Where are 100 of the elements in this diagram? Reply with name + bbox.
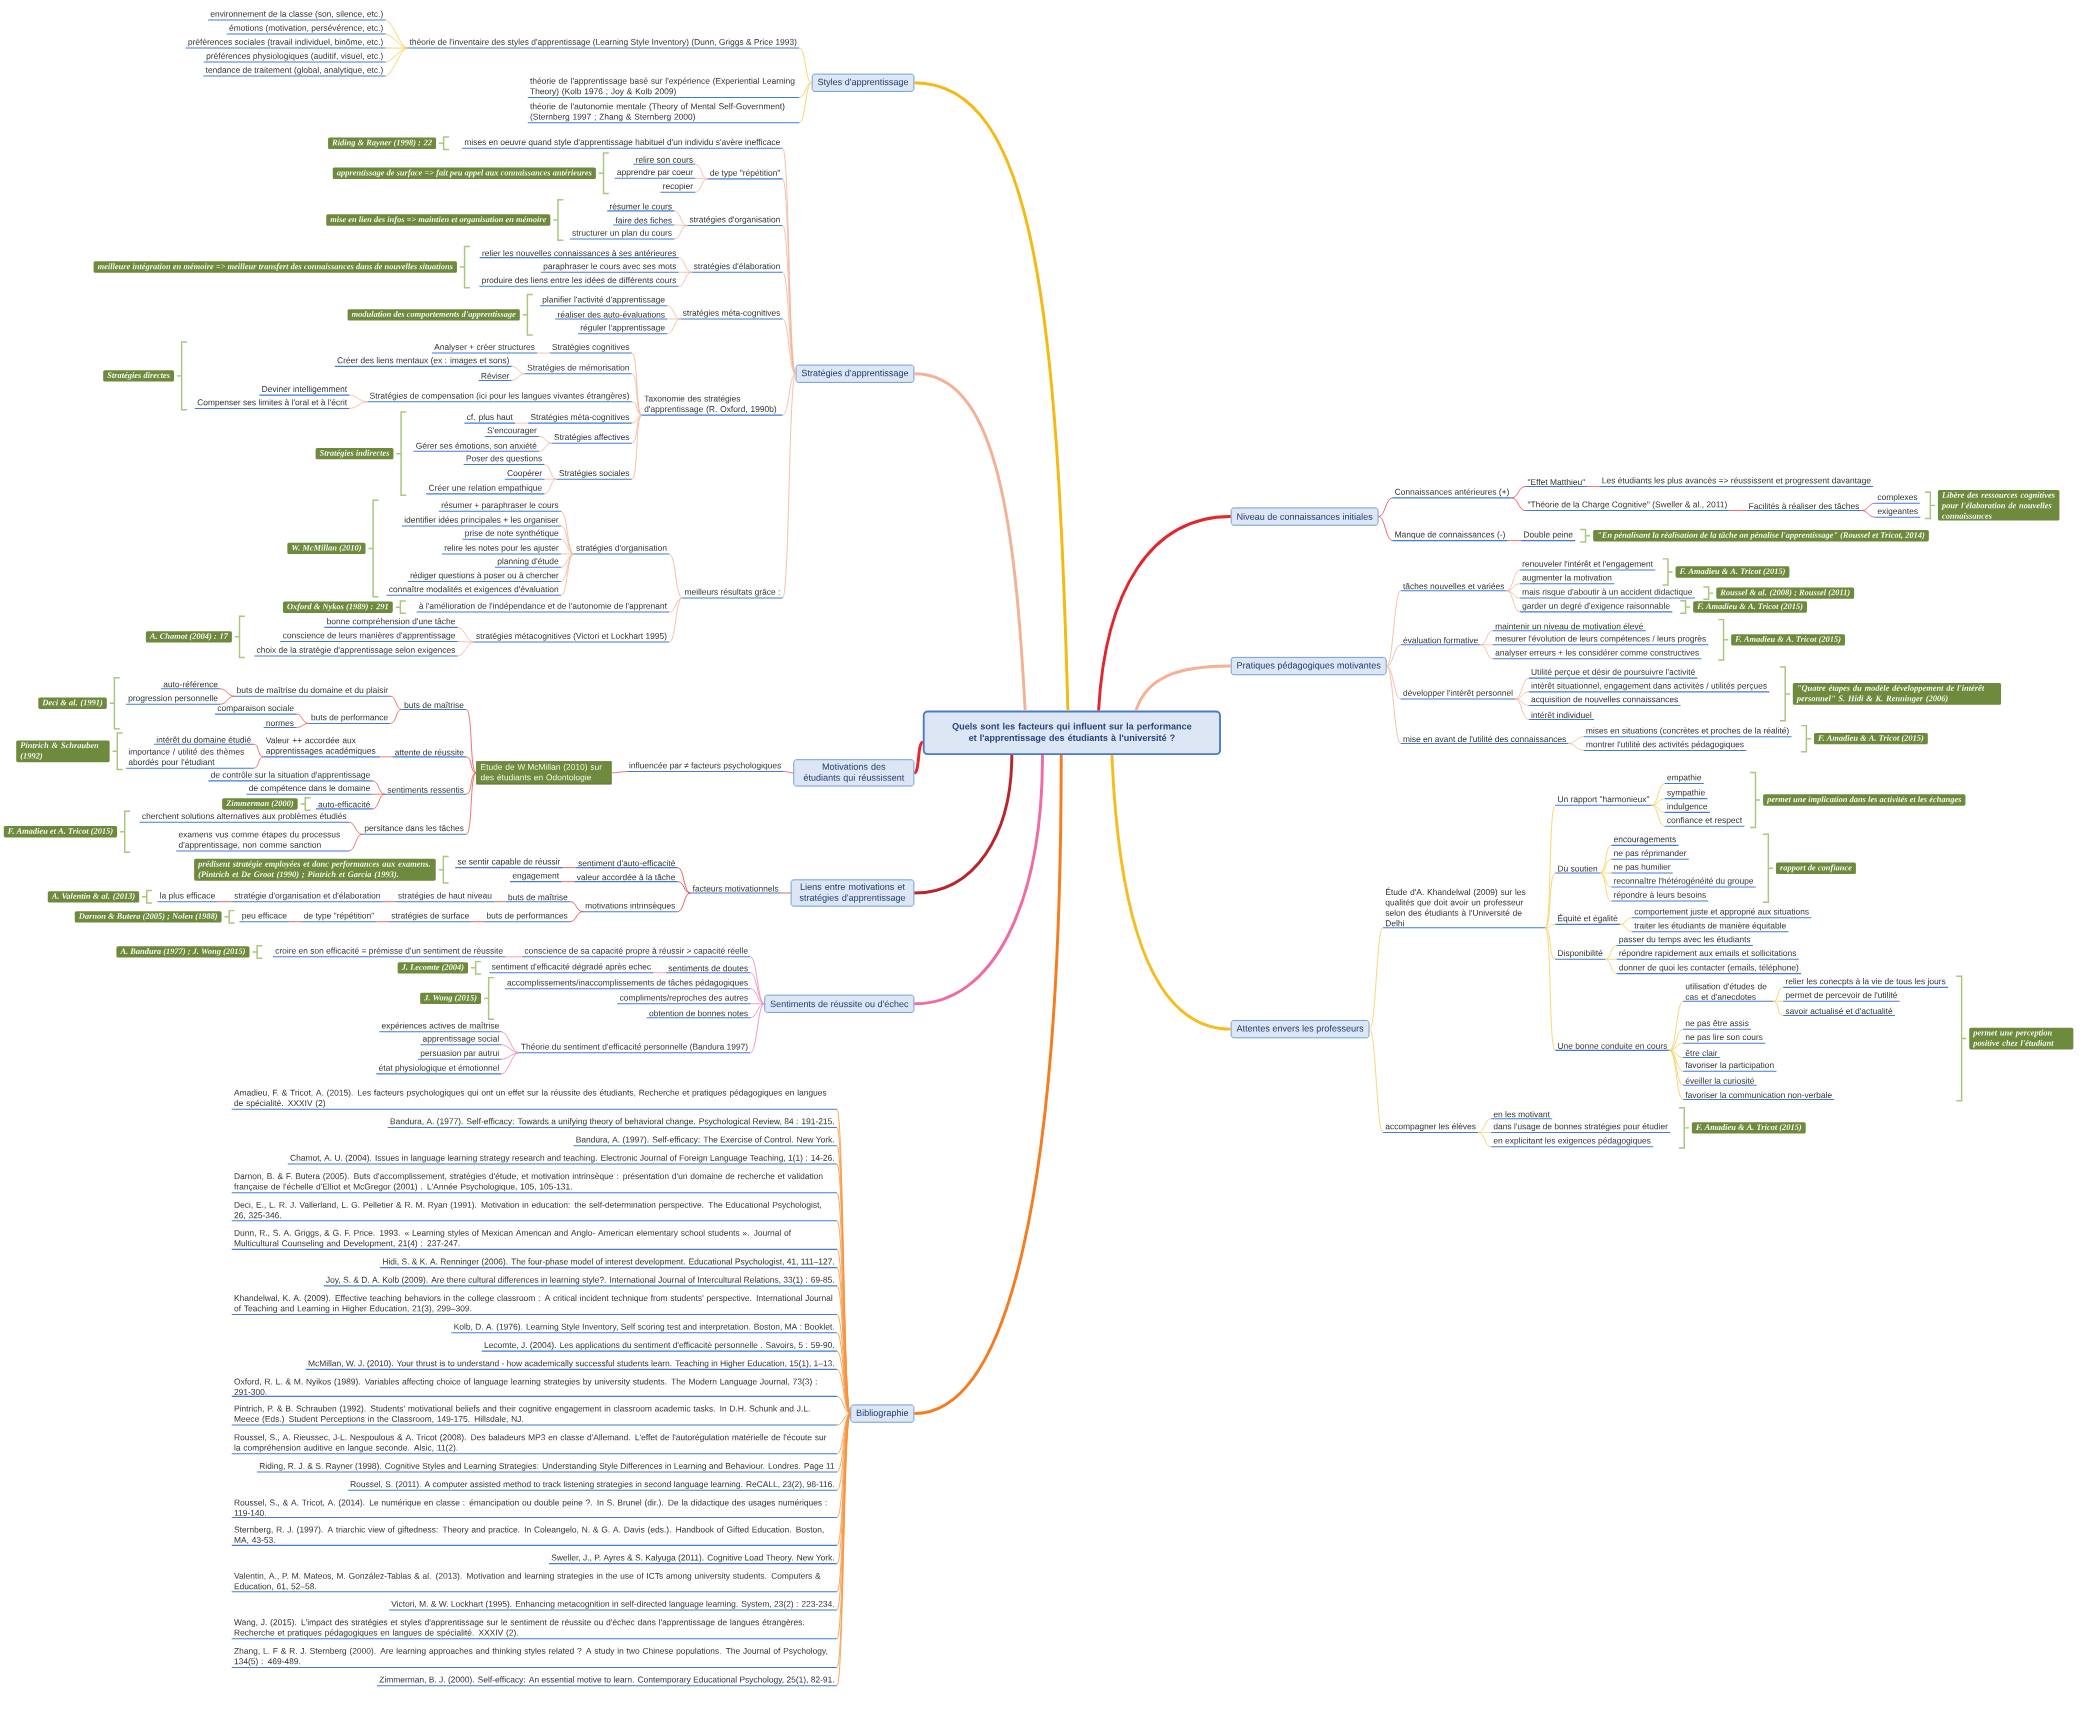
- connector: [1514, 698, 1530, 721]
- connector: [1480, 644, 1494, 660]
- reference-entry: Zimmerman, B. J. (2000). Self-efficacy: An essential motive to learn. Contemporary Educational Psychology, 25(1), 82-91.: [376, 1676, 838, 1687]
- topic-label: sentiment d'auto-efficacité: [575, 860, 679, 869]
- topic-box: Bibliographie: [850, 1404, 915, 1423]
- topic-label: conscience de sa capacité propre à réussir > capacité réelle: [521, 947, 751, 958]
- connector: [631, 414, 643, 424]
- topic-label: cf. plus haut: [463, 414, 516, 424]
- topic-label: de contrôle sur la situation d'apprentissage: [207, 771, 374, 782]
- connector: [668, 597, 683, 613]
- topic-label: buts de maîtrise: [401, 702, 467, 711]
- connector: [1386, 665, 1402, 700]
- topic-label: Un rapport "harmonieux": [1554, 796, 1653, 807]
- topic-label: planifier l'activité d'apprentissage: [539, 296, 668, 307]
- connector: [465, 772, 477, 835]
- connector: [1477, 1118, 1492, 1134]
- topic-label: intérêt situationnel, engagement dans activités / utilités perçues: [1528, 682, 1770, 693]
- connector: [1568, 743, 1584, 752]
- connector: [1604, 959, 1617, 960]
- connector: [694, 178, 708, 193]
- connector: [694, 164, 708, 180]
- topic-label: passer du temps avec les étudiants: [1616, 936, 1754, 947]
- topic-label: choix de la stratégie d'apprentissage selon exigences: [253, 646, 459, 657]
- connector: [1511, 497, 1526, 512]
- topic-label: S'encourager: [484, 427, 540, 438]
- connector: [1544, 927, 1556, 1051]
- topic-label: maintenir un niveau de motivation élevé: [1492, 623, 1647, 632]
- connector: [1599, 872, 1612, 902]
- connector: [611, 771, 628, 774]
- connector: [372, 794, 386, 795]
- topic-label: Stratégies cognitives: [549, 343, 633, 354]
- connector: [677, 892, 691, 913]
- connector: [750, 1003, 765, 1019]
- topic-box: Styles d'apprentissage: [811, 73, 915, 93]
- topic-label: montrer l'utilité des activités pédagogiques: [1583, 741, 1747, 752]
- connector: [798, 47, 813, 84]
- topic-label: préférences physiologiques (auditif, visuel, etc.): [203, 52, 387, 63]
- connector: [348, 834, 363, 852]
- connector: [836, 1396, 851, 1415]
- topic-label: intérêt du domaine étudié: [153, 736, 254, 745]
- topic-label: comparaison sociale: [214, 705, 297, 715]
- topic-label: Réviser: [478, 372, 513, 382]
- topic-label: examens vus comme étapes du processus d'apprentissage, non comme sanction: [175, 831, 350, 852]
- connector: [295, 713, 310, 725]
- connector: [750, 972, 765, 1005]
- connector: [560, 539, 575, 555]
- reference-entry: Deci, E., L. R. J. Vallerland, L. G. Pelletier & R. M. Ryan (1991). Motivation in education: the self-determination perspective. The Educational Psychologist, 26, 325-346.: [231, 1201, 838, 1222]
- connector: [372, 794, 386, 810]
- note-box: "Quatre étapes du modèle développement de l'intérêt personnel" S. Hidi & K. Renninger (2006): [1792, 683, 2002, 706]
- topic-label: acquisition de nouvelles connaissances: [1528, 696, 1682, 707]
- connector: [1514, 677, 1530, 700]
- note-box: F. Amadieu & A. Tricot (2015): [1675, 566, 1790, 578]
- topic-label: Deviner intelligemment: [258, 386, 350, 396]
- topic-label: paraphraser le cours avec ses mots: [540, 263, 680, 274]
- topic-label: utilisation d'études de cas et d'anecdotes: [1682, 983, 1774, 1002]
- connector: [631, 414, 643, 480]
- connector: [1480, 630, 1494, 646]
- topic-label: évaluation formative: [1400, 637, 1482, 646]
- connector: [1480, 644, 1494, 646]
- topic-label: stratégies de haut niveau: [395, 892, 495, 903]
- topic-label: Du soutien: [1554, 865, 1601, 874]
- topic-label: accompagner les élèves: [1382, 1123, 1479, 1134]
- topic-label: stratégies d'organisation: [573, 544, 670, 555]
- topic-label: relire son cours: [632, 156, 696, 165]
- note-box: Roussel & al. (2008) ; Roussel (2011): [1716, 587, 1855, 599]
- topic-label: à l'amélioration de l'indépendance et de l'autonomie de l'apprenant: [416, 602, 670, 613]
- topic-label: prise de note synthétique: [461, 530, 562, 540]
- topic-label: apprentissage social: [419, 1035, 503, 1046]
- connector: [1386, 665, 1402, 745]
- note-box: Deci & al. (1991): [38, 697, 107, 710]
- topic-label: planning d'étude: [494, 558, 562, 569]
- topic-label: émotions (motivation, persévérence, etc.): [226, 24, 387, 35]
- connector: [560, 553, 575, 555]
- note-box: Darnon & Butera (2005) ; Nolen (1988): [74, 911, 222, 923]
- connector: [560, 553, 575, 596]
- connector: [253, 756, 264, 769]
- connector: [1506, 583, 1521, 592]
- topic-label: apprendre par coeur: [614, 169, 696, 179]
- connector: [1619, 917, 1633, 925]
- reference-entry: Amadieu, F. & Tricot, A. (2015). Les facteurs psychologiques qui ont un effet sur la réussite des étudiants, Recherche et pratiques pédagogiques en langues de spécialité. XXXIV (2): [231, 1089, 838, 1110]
- connector: [457, 641, 475, 643]
- topic-label: éveiller la curiosité: [1682, 1077, 1758, 1086]
- note-box: meilleure intégration en mémoire => meilleur transfert des connaissances dans de nouvelles situations: [93, 261, 457, 274]
- connector: [798, 82, 813, 124]
- topic-label: ne pas humilier: [1610, 863, 1674, 874]
- connector: [349, 394, 368, 403]
- connector: [1568, 736, 1584, 745]
- topic-label: rédiger questions à poser ou à chercher: [407, 572, 562, 583]
- topic-label: stratégies méta-cognitives: [679, 309, 784, 320]
- topic-label: Compenser ses limites à l'oral et à l'écrit: [194, 399, 350, 410]
- note-box: A. Valentin & al. (2013): [47, 891, 140, 903]
- connector: [348, 822, 363, 835]
- topic-label: théorie de l'inventaire des styles d'apprentissage (Learning Style Inventory) (Dunn, Griggs & Price 1993): [406, 38, 800, 49]
- topic-label: buts de performance: [308, 714, 391, 725]
- connector: [1506, 569, 1521, 592]
- connector: [631, 414, 643, 444]
- connector: [914, 372, 1027, 711]
- connector: [385, 47, 408, 49]
- connector: [560, 553, 575, 583]
- connector: [569, 911, 584, 923]
